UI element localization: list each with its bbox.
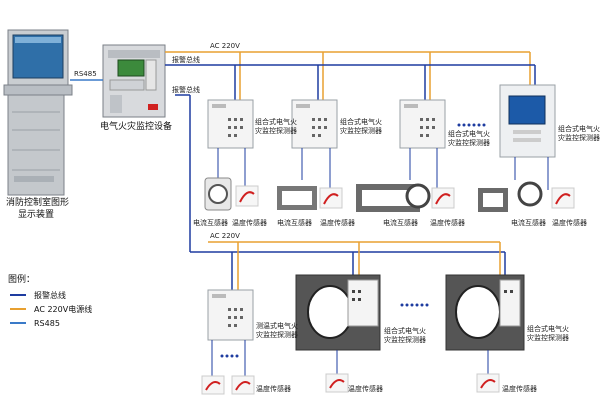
top-sensor-caption-7: 电流互感器	[511, 219, 546, 227]
temp-sensor-top-3	[431, 187, 455, 209]
detector-top-1	[207, 99, 254, 149]
bottom-detector-caption-2: 组合式电气火灾监控探测器	[384, 327, 426, 344]
bottom-detector-caption-1: 测温式电气火灾监控探测器	[256, 322, 298, 339]
top-ellipsis-dots	[457, 123, 486, 127]
current-transformer-top-4	[478, 181, 543, 212]
top-sensor-caption-6: 温度传感器	[430, 219, 465, 227]
top-sensor-caption-4: 温度传感器	[320, 219, 355, 227]
legend-text-power: AC 220V电源线	[34, 304, 93, 314]
legend-title: 图例：	[8, 275, 36, 285]
top-detector-caption-1: 组合式电气火灾监控探测器	[255, 118, 297, 135]
legend-text-alarm-bus: 报警总线	[34, 290, 66, 300]
top-sensor-caption-5: 电流互感器	[383, 219, 418, 227]
power-line-bottom	[208, 241, 501, 290]
detector-top-3	[399, 99, 446, 149]
detector-top-2	[291, 99, 338, 149]
detector-bottom-2	[295, 274, 381, 351]
power-line-top	[165, 51, 531, 100]
temp-sensor-bottom-3	[325, 373, 349, 393]
alarm-bus	[165, 64, 536, 290]
top-detector-caption-3: 组合式电气火灾监控探测器	[448, 130, 490, 147]
rs485-label: RS485	[74, 70, 97, 78]
power-label-bottom: AC 220V	[210, 232, 240, 240]
controller-caption: 电气火灾监控设备	[100, 122, 173, 132]
top-detector-caption-4: 组合式电气火灾监控探测器	[558, 125, 600, 142]
console-caption-line1: 消防控制室图形	[6, 198, 70, 208]
temp-sensor-bottom-4	[476, 373, 500, 393]
bottom-detector-caption-3: 组合式电气火灾监控探测器	[527, 325, 569, 342]
temp-sensor-top-1	[235, 185, 259, 207]
bottom-sensor-caption-3: 温度传感器	[502, 385, 537, 393]
top-sensor-caption-1: 电流互感器	[193, 219, 228, 227]
temp-sensor-top-4	[551, 187, 575, 209]
top-detector-caption-2: 组合式电气火灾监控探测器	[340, 118, 382, 135]
current-transformer-top-2	[277, 186, 317, 210]
legend-text-rs485: RS485	[34, 318, 60, 328]
alarm-bus-label-mid: 报警总线	[172, 86, 200, 94]
console-caption-line2: 显示装置	[18, 210, 55, 220]
temp-sensor-bottom-2	[231, 375, 255, 395]
top-sensor-wiring	[217, 148, 549, 190]
top-sensor-caption-2: 温度传感器	[232, 219, 267, 227]
bottom-sensor-dots	[220, 354, 239, 358]
detector-bottom-1	[207, 289, 254, 341]
fire-monitor-controller	[102, 44, 166, 118]
alarm-bus-label-top: 报警总线	[172, 56, 200, 64]
top-sensor-caption-3: 电流互感器	[277, 219, 312, 227]
graphic-display-console	[3, 29, 73, 196]
current-transformer-top-1	[204, 177, 232, 211]
legend-swatch-alarm-bus	[10, 294, 26, 296]
legend-swatch-power	[10, 308, 26, 310]
legend-item-rs485: RS485	[10, 318, 60, 328]
top-sensor-caption-8: 温度传感器	[552, 219, 587, 227]
bottom-ellipsis-dots	[400, 303, 429, 307]
legend-item-alarm-bus: 报警总线	[10, 290, 66, 300]
current-transformer-top-3	[356, 183, 431, 212]
detector-bottom-3	[445, 274, 525, 351]
bottom-sensor-caption-2: 温度传感器	[348, 385, 383, 393]
detector-top-4	[499, 84, 556, 158]
temp-sensor-bottom-1	[201, 375, 225, 395]
legend-swatch-rs485	[10, 322, 26, 324]
temp-sensor-top-2	[319, 187, 343, 209]
power-label-top: AC 220V	[210, 42, 240, 50]
bottom-sensor-wiring	[211, 340, 489, 380]
legend-item-power: AC 220V电源线	[10, 304, 92, 314]
bottom-sensor-caption-1: 温度传感器	[256, 385, 291, 393]
